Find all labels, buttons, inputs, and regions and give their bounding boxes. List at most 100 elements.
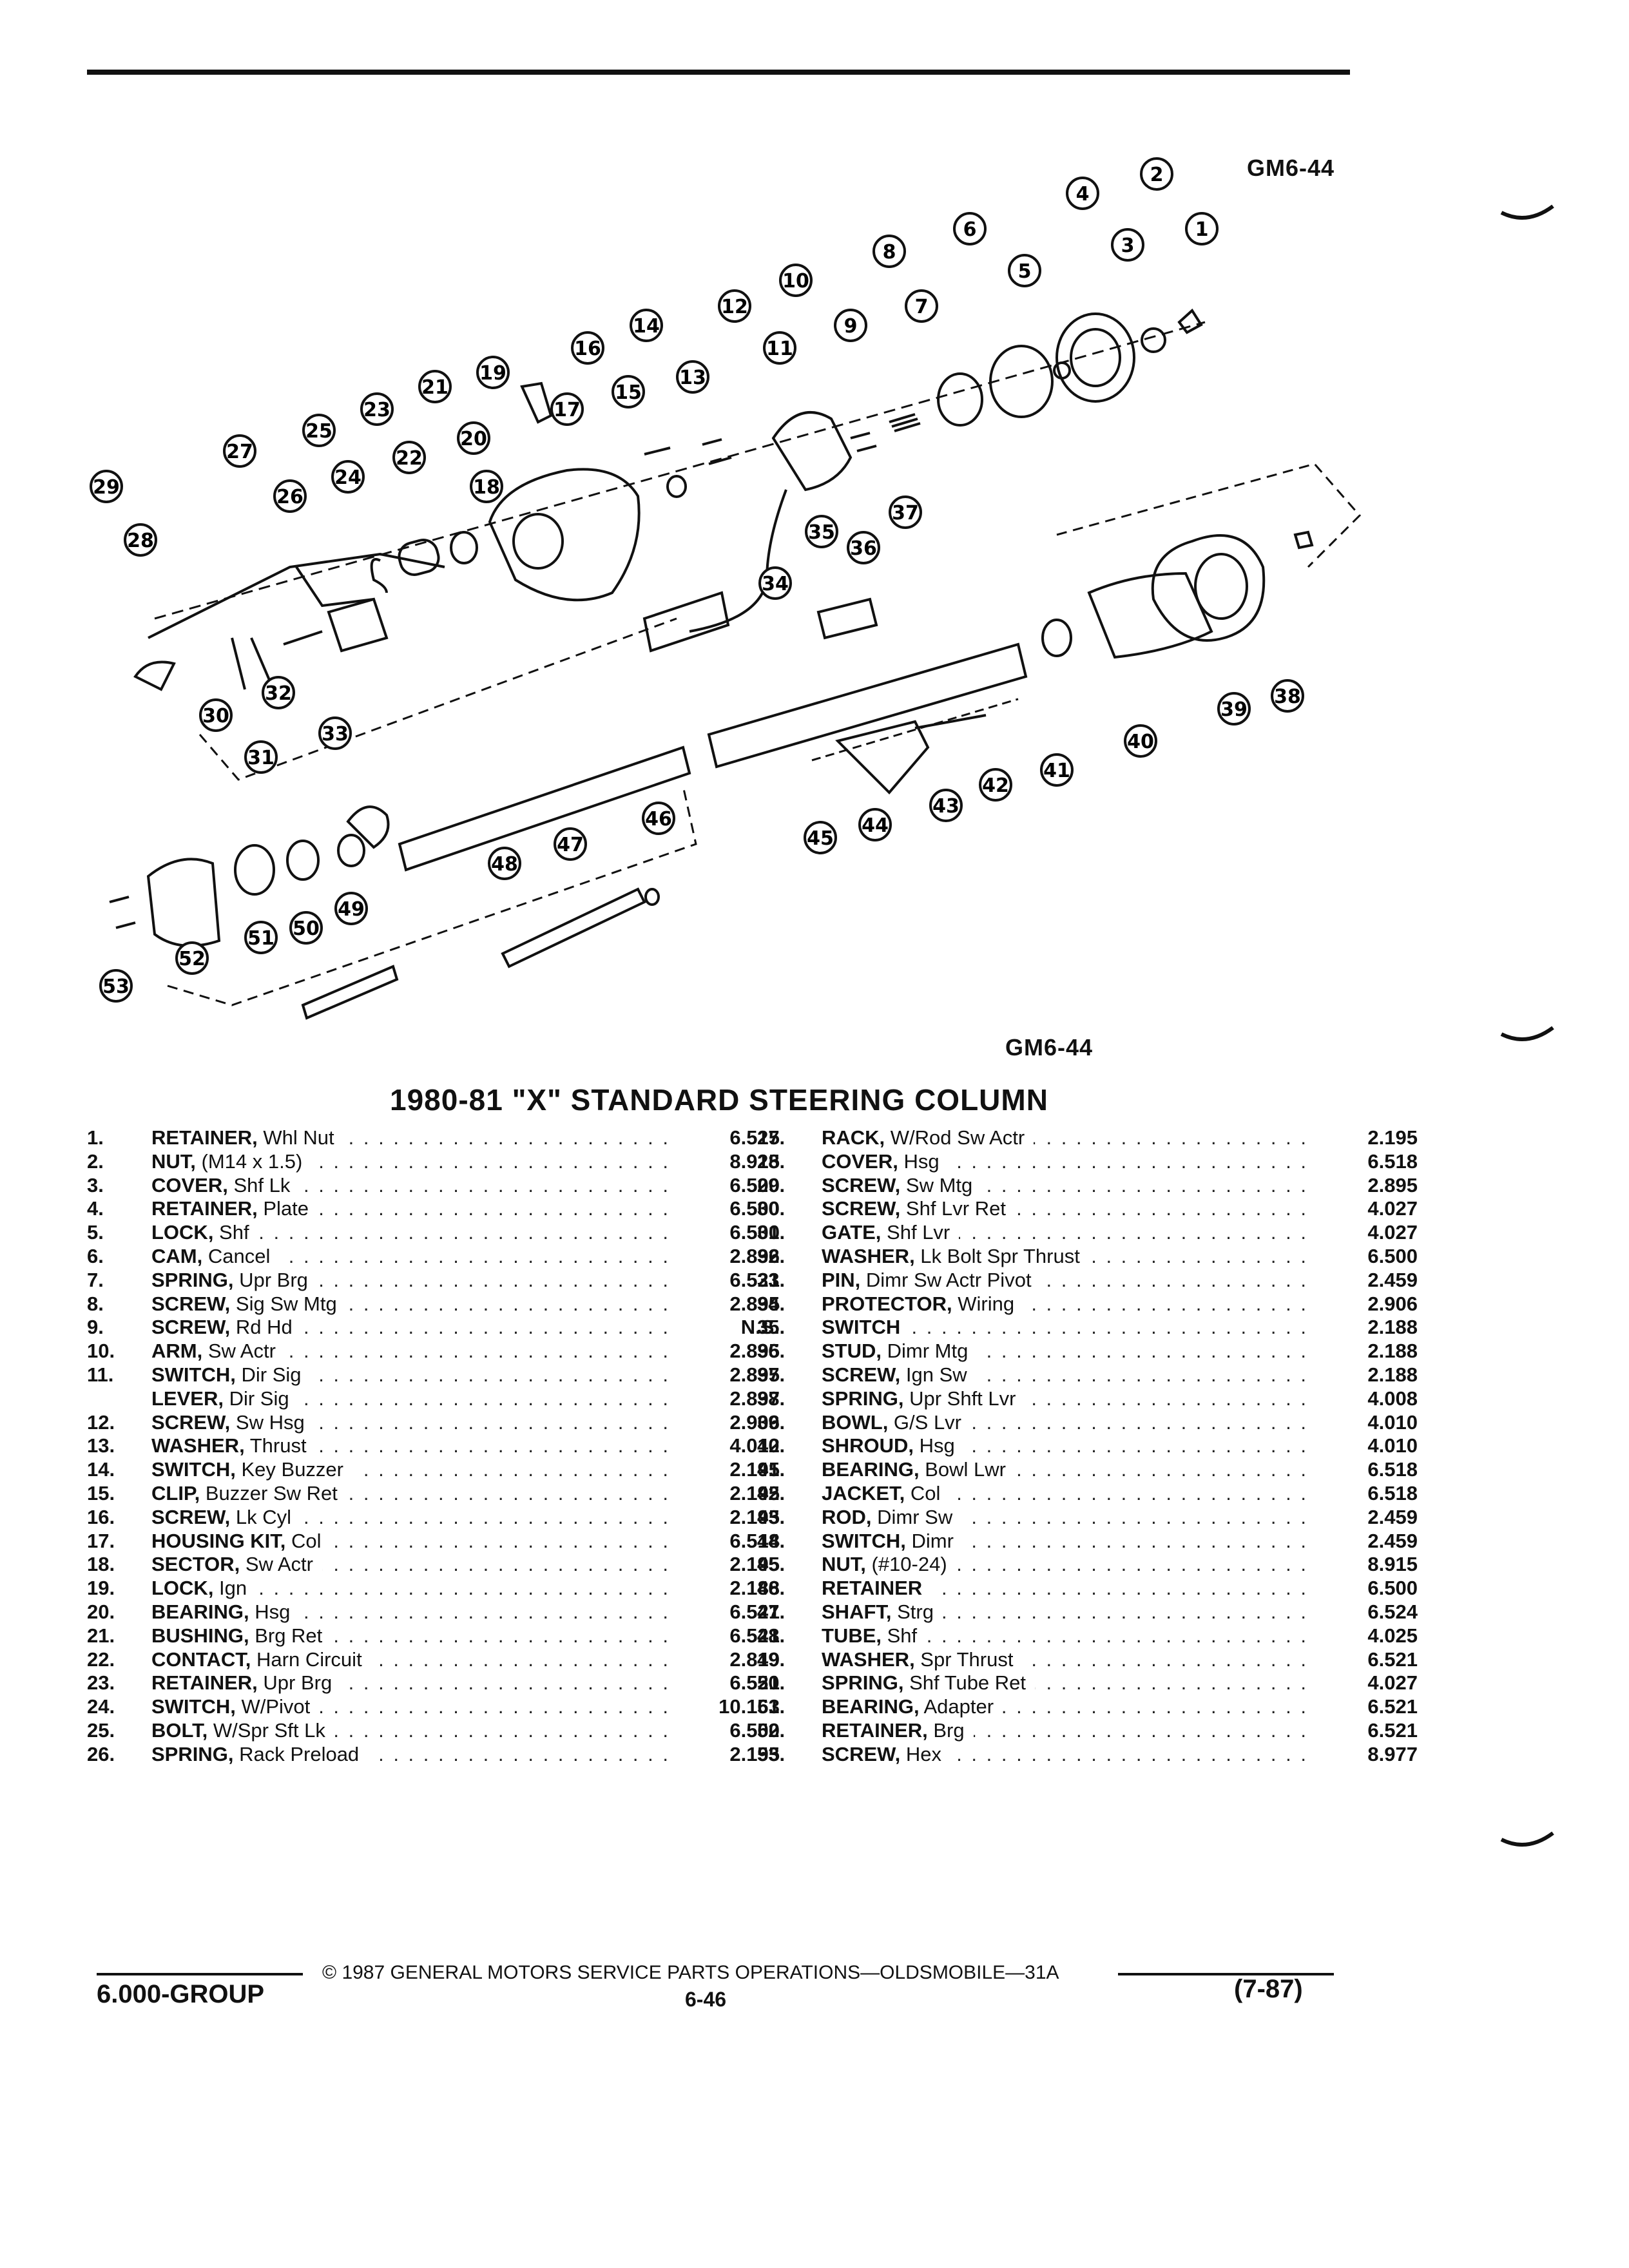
part-name: SPRING, Upr Brg	[151, 1269, 308, 1292]
leader-dots: . . . . . . . . . . . . . . . . . . . . …	[931, 1577, 1308, 1600]
part-number: 26.	[87, 1742, 115, 1765]
part-group-code: 6.524	[1367, 1600, 1418, 1623]
part-spring-7	[889, 413, 921, 432]
part-name: SECTOR, Sw Actr	[151, 1553, 313, 1576]
part-name: ROD, Dimr Sw	[822, 1506, 952, 1529]
part-name-main: SPRING,	[151, 1268, 234, 1291]
part-number: 30.	[757, 1197, 786, 1220]
part-screws-12-16	[644, 438, 732, 465]
part-group-code: 6.521	[1367, 1718, 1418, 1742]
part-name-desc: Whl Nut	[257, 1126, 334, 1149]
part-name-main: SCREW,	[822, 1363, 901, 1386]
part-name-desc: Plate	[257, 1197, 309, 1220]
part-name-main: RETAINER,	[822, 1718, 928, 1742]
part-number: 45.	[757, 1553, 786, 1576]
part-group-code: 6.500	[1367, 1577, 1418, 1600]
part-bowl-39-inner	[1194, 553, 1248, 620]
part-switch-wiring	[689, 489, 787, 633]
callout-32: 32	[262, 676, 295, 709]
part-name: SCREW, Sig Sw Mtg	[151, 1293, 337, 1316]
part-group-code: 6.518	[729, 1529, 780, 1552]
part-name-main: SCREW,	[151, 1316, 231, 1339]
part-protector-34	[642, 591, 730, 653]
part-group-code: 2.459	[1367, 1529, 1418, 1552]
footer-rule-left	[97, 1973, 303, 1975]
part-group-code: 6.521	[729, 1671, 780, 1695]
part-name-main: COVER,	[822, 1149, 898, 1173]
part-linkage-30-33	[231, 630, 323, 690]
part-group-code: 2.195	[729, 1458, 780, 1481]
part-housing-17-bore	[512, 513, 564, 570]
part-group-code: 2.459	[1367, 1505, 1418, 1528]
svg-text:36: 36	[850, 537, 877, 560]
leader-dots: . . . . . . . . . . . . . . . . . . . . …	[950, 1742, 1308, 1765]
part-bushing-21	[398, 539, 440, 576]
part-name-desc: Cancel	[202, 1244, 271, 1267]
part-group-code: 2.195	[729, 1742, 780, 1765]
part-group-code: 2.897	[729, 1387, 780, 1410]
part-name: SCREW, Rd Hd	[151, 1316, 293, 1339]
callout-19: 19	[476, 356, 510, 389]
part-name-main: SECTOR,	[151, 1553, 240, 1576]
svg-text:33: 33	[322, 723, 349, 745]
part-name: CAM, Cancel	[151, 1245, 270, 1268]
part-number: 24.	[87, 1695, 115, 1718]
svg-text:38: 38	[1274, 686, 1301, 708]
part-group-code: 2.896	[729, 1244, 780, 1267]
part-name-desc: Dimr Sw	[871, 1505, 953, 1528]
svg-text:12: 12	[721, 296, 748, 318]
leader-dots: . . . . . . . . . . . . . . . . . . . . …	[314, 1410, 670, 1434]
part-name-main: ROD,	[822, 1505, 872, 1528]
part-group-code: 6.500	[1367, 1244, 1418, 1267]
part-dimmer-switch-44	[835, 720, 930, 794]
part-group-code: 4.027	[1367, 1671, 1418, 1695]
part-name: SWITCH, Dir Sig	[151, 1363, 302, 1387]
callout-10: 10	[779, 264, 813, 297]
callout-35: 35	[805, 515, 838, 548]
figure-code-top: GM6-44	[1247, 155, 1335, 181]
part-name-main: SCREW,	[822, 1173, 901, 1196]
leader-dots: . . . . . . . . . . . . . . . . . . . . …	[258, 1221, 670, 1244]
part-number: 17.	[87, 1529, 115, 1552]
part-name-desc: Sw Actr	[202, 1340, 276, 1363]
part-name: COVER, Shf Lk	[151, 1174, 290, 1197]
part-name-main: LOCK,	[151, 1577, 214, 1600]
part-name-desc: Wiring	[952, 1292, 1015, 1315]
part-bearing-41	[1041, 619, 1072, 657]
svg-text:19: 19	[479, 362, 506, 385]
part-number: 15.	[87, 1481, 115, 1504]
part-name-main: SCREW,	[151, 1292, 231, 1315]
part-group-code: 2.895	[729, 1363, 780, 1386]
part-number: 48.	[757, 1624, 786, 1647]
upper-centerline	[154, 321, 1206, 620]
part-name-main: COVER,	[151, 1173, 228, 1196]
part-number: 19.	[87, 1577, 115, 1600]
part-name-main: BEARING,	[822, 1458, 920, 1481]
svg-text:17: 17	[554, 399, 581, 421]
part-name-desc: Dimr Mtg	[882, 1340, 969, 1363]
part-cover-3	[1055, 312, 1135, 403]
part-jacket-42	[707, 642, 1028, 769]
part-name: SCREW, Hex	[822, 1743, 941, 1766]
part-name-desc: Col	[905, 1481, 941, 1504]
part-group-code: 4.010	[1367, 1434, 1418, 1457]
part-group-code: 6.518	[1367, 1481, 1418, 1504]
part-retainer-46	[644, 888, 660, 906]
leader-dots: . . . . . . . . . . . . . . . . . . . . …	[371, 1648, 670, 1671]
part-screw-53	[109, 896, 136, 929]
part-number: 21.	[87, 1624, 115, 1647]
leader-dots: . . . . . . . . . . . . . . . . . . . . …	[959, 1221, 1308, 1244]
callout-31: 31	[244, 740, 278, 774]
part-group-code: 6.521	[1367, 1695, 1418, 1718]
part-name-main: BOWL,	[822, 1410, 889, 1434]
callout-14: 14	[630, 309, 663, 342]
part-group-code: 2.819	[729, 1648, 780, 1671]
svg-text:48: 48	[491, 853, 518, 876]
part-retainer-52	[146, 858, 221, 947]
callout-38: 38	[1271, 679, 1304, 713]
leader-dots: . . . . . . . . . . . . . . . . . . . . …	[352, 1458, 670, 1481]
top-rule	[87, 70, 1350, 75]
leader-dots: . . . . . . . . . . . . . . . . . . . . …	[943, 1600, 1308, 1623]
leader-dots: . . . . . . . . . . . . . . . . . . . . …	[976, 1363, 1308, 1386]
leader-dots: . . . . . . . . . . . . . . . . . . . . …	[300, 1505, 670, 1528]
